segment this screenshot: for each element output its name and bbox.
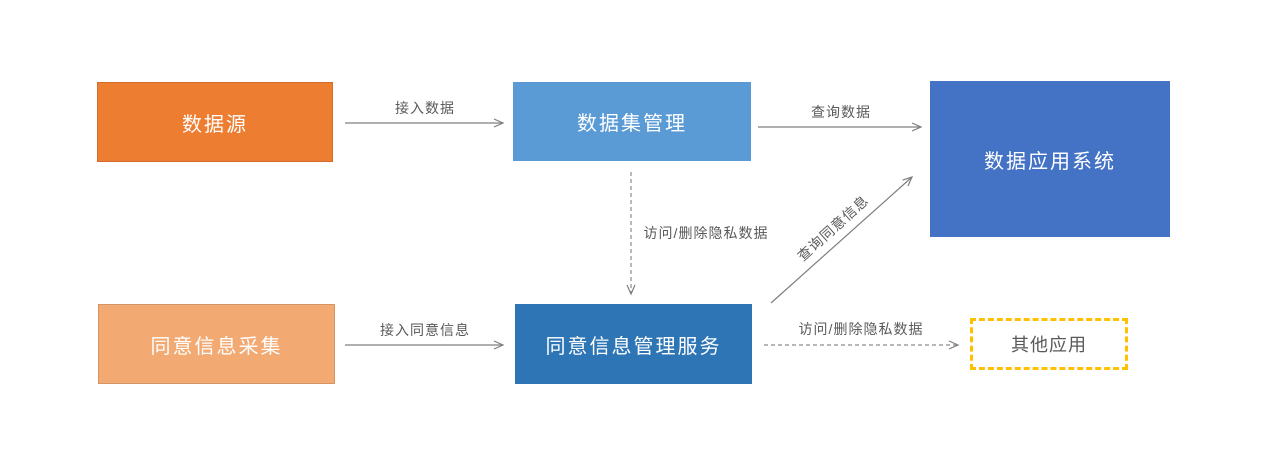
edge-label-access-delete-private-right: 访问/删除隐私数据 [798,321,924,337]
node-consent-collection-label: 同意信息采集 [150,335,283,358]
node-data-app-system: 数据应用系统 [930,81,1170,237]
node-data-source-label: 数据源 [182,113,248,136]
node-other-apps: 其他应用 [970,318,1128,370]
edge-label-access-delete-private-down: 访问/删除隐私数据 [643,225,769,241]
node-dataset-mgmt: 数据集管理 [513,82,751,161]
node-other-apps-label: 其他应用 [1011,335,1087,355]
node-dataset-mgmt-label: 数据集管理 [577,113,687,135]
edge-label-access-data: 接入数据 [395,100,455,116]
node-consent-mgmt-service: 同意信息管理服务 [515,304,752,384]
edge-label-query-data: 查询数据 [811,104,871,120]
node-data-app-system-label: 数据应用系统 [984,150,1116,173]
edge-query-consent-info [770,176,914,304]
edge-label-access-consent-info: 接入同意信息 [380,322,470,338]
node-consent-mgmt-service-label: 同意信息管理服务 [545,335,722,358]
node-data-source: 数据源 [97,82,333,162]
node-consent-collection: 同意信息采集 [98,304,335,384]
